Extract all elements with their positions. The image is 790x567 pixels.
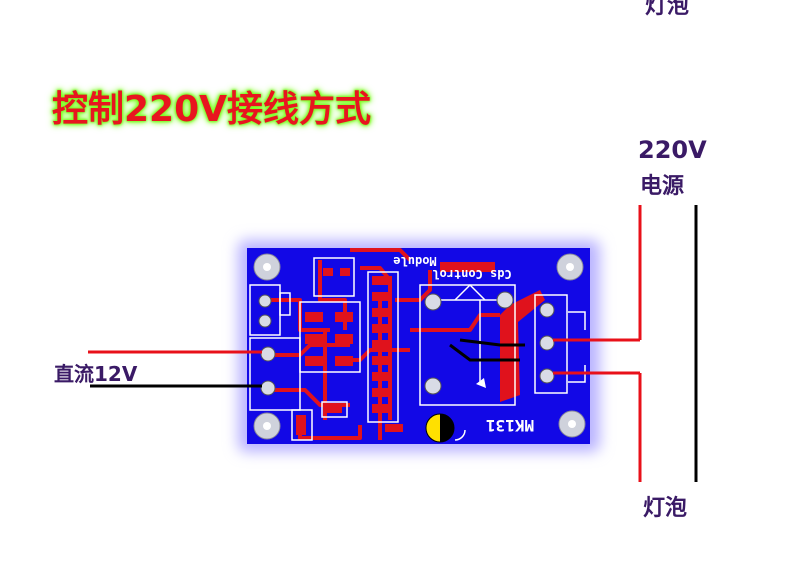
- board-model: MK131: [486, 416, 534, 435]
- pcb-trace-pad: [440, 262, 495, 272]
- top-bulb-label: 灯泡: [645, 0, 690, 19]
- mounting-holes: [253, 253, 586, 440]
- dc-input-label: 直流12V: [54, 362, 138, 386]
- pcb-body: [247, 248, 590, 444]
- pcb-power-trace: [500, 290, 545, 402]
- jumper-wires: [449, 338, 525, 362]
- bottom-bulb-label: 灯泡: [643, 496, 688, 521]
- silkscreen-arrow: [476, 378, 486, 388]
- external-wires: [88, 205, 698, 482]
- capacitor: [425, 413, 466, 443]
- power-source-label: 电源: [640, 174, 685, 199]
- silkscreen-outlines: [249, 257, 586, 441]
- terminal-screws: [258, 291, 555, 396]
- pcb-pads: [296, 268, 403, 435]
- power-voltage-label: 220V: [638, 136, 707, 164]
- diagram-title: 控制220V接线方式: [52, 89, 372, 130]
- silkscreen-label-2: Module: [393, 254, 436, 268]
- relay-module-board: Cds Control Module MK131: [247, 248, 590, 444]
- silkscreen-label-1: Cds Control: [432, 267, 511, 281]
